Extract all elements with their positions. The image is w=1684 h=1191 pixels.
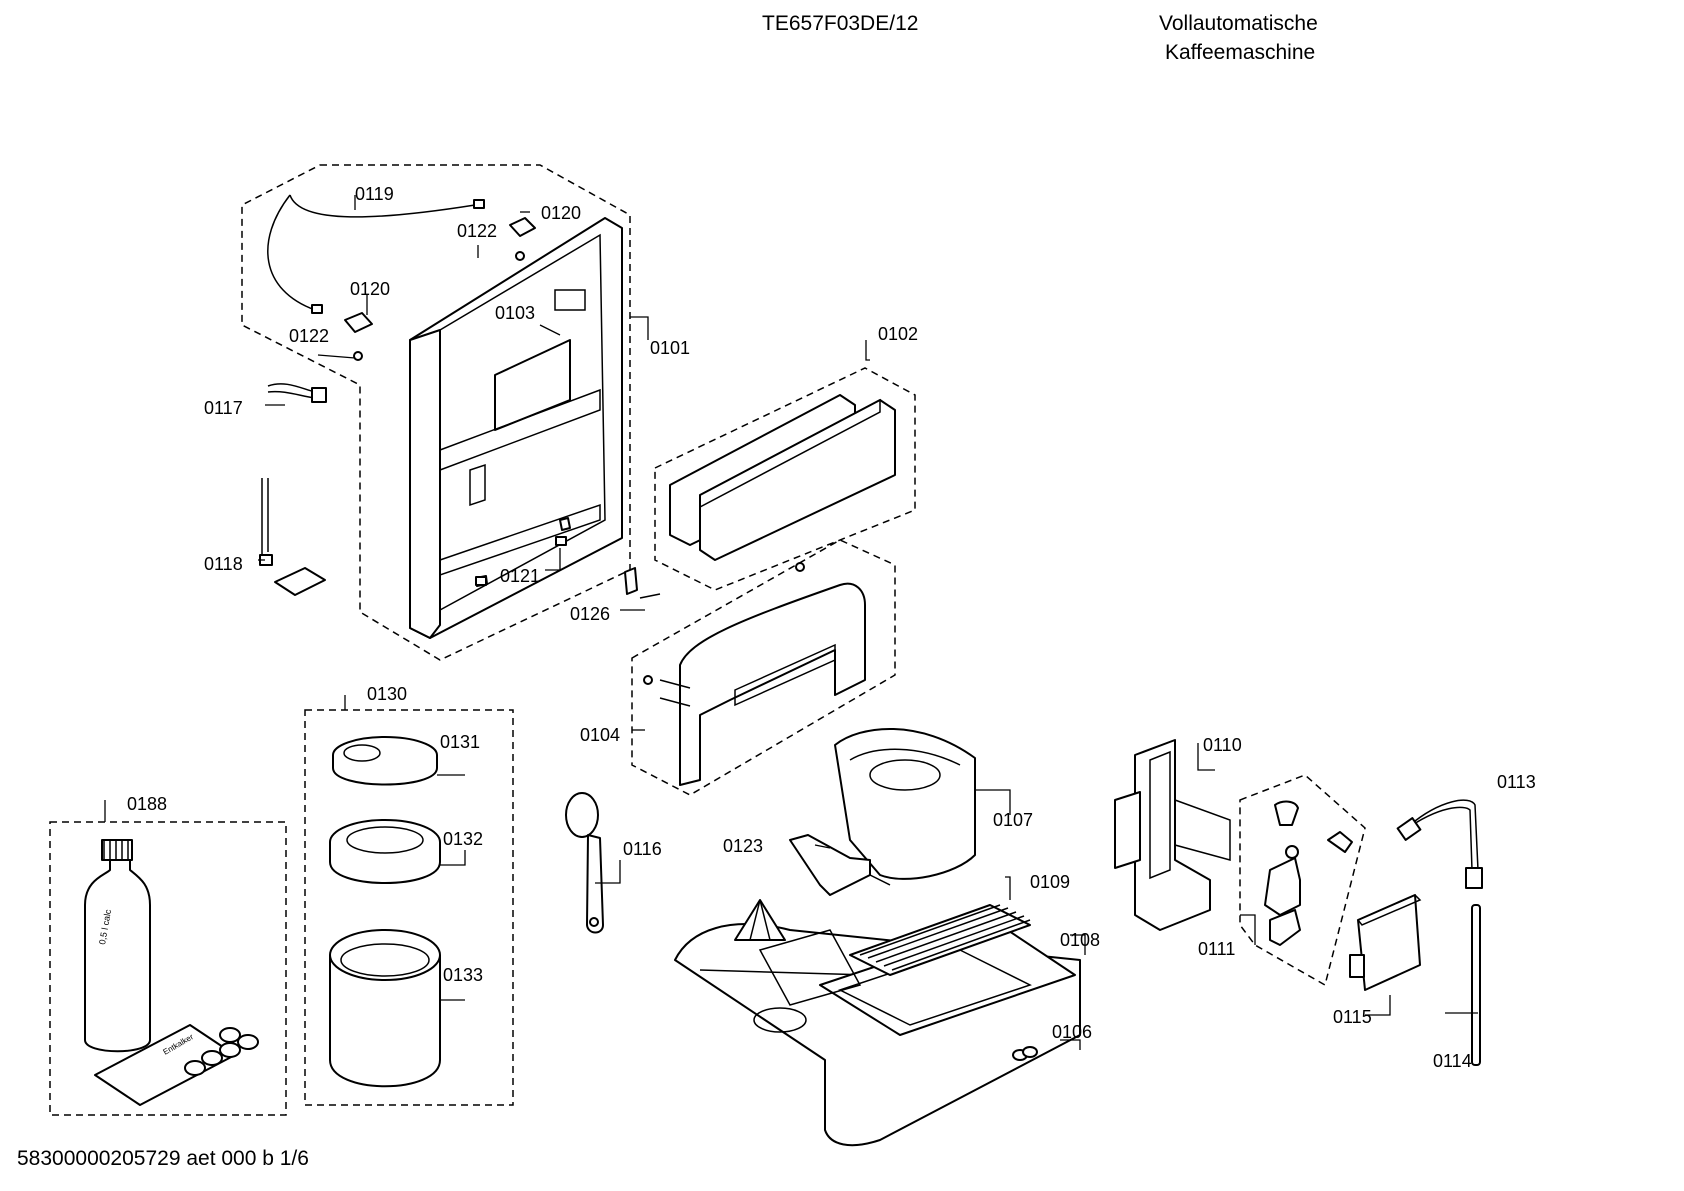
- screw-0126: [639, 593, 661, 599]
- label-0113: 0113: [1497, 772, 1536, 792]
- label-0122-lower: 0122: [289, 326, 329, 346]
- group-box-0102: [654, 367, 916, 591]
- label-0130: 0130: [367, 684, 407, 704]
- electronic-module-0115: [1349, 894, 1422, 991]
- label-0121: 0121: [500, 566, 540, 586]
- label-0120-lower: 0120: [350, 279, 390, 299]
- group-box-0104: [631, 539, 896, 796]
- footer-doc-id: 58300000205729 aet 000 b 1/6: [17, 1147, 309, 1170]
- tube-0114: [1471, 904, 1481, 1066]
- label-0116: 0116: [623, 839, 662, 859]
- label-0110: 0110: [1203, 735, 1242, 755]
- pin-0121-b: [555, 536, 567, 546]
- label-0120-upper: 0120: [541, 203, 581, 223]
- label-0106: 0106: [1052, 1022, 1092, 1042]
- grating-0109: [849, 904, 1031, 976]
- brew-unit-housing-0110: [1114, 739, 1231, 931]
- pin-0121-a: [475, 576, 487, 586]
- sensor-0118: [259, 478, 326, 596]
- measuring-scoop-0116: [565, 792, 604, 934]
- title-line-2: Kaffeemaschine: [1165, 41, 1316, 64]
- label-0111: 0111: [1198, 939, 1235, 959]
- lever-0123: [789, 834, 891, 896]
- valve-parts-0111: [1264, 800, 1353, 946]
- label-0108: 0108: [1060, 930, 1100, 950]
- label-0101: 0101: [650, 338, 690, 358]
- label-0123: 0123: [723, 836, 763, 856]
- label-0188: 0188: [127, 794, 167, 814]
- group-box-0111: [1239, 774, 1366, 987]
- cable-harness-0119: [267, 194, 485, 314]
- water-tank-0102: [669, 394, 896, 561]
- label-0132: 0132: [443, 829, 483, 849]
- cover-0104: [643, 562, 866, 786]
- label-0118: 0118: [204, 554, 243, 574]
- label-0131: 0131: [440, 732, 480, 752]
- label-0109: 0109: [1030, 872, 1070, 892]
- container-0133: [329, 929, 441, 1088]
- label-0103: 0103: [495, 303, 535, 323]
- label-0122-upper: 0122: [457, 221, 497, 241]
- screw-0122-upper: [515, 251, 525, 261]
- bracket-0126: [624, 567, 638, 595]
- group-box-0130: [304, 709, 514, 1106]
- clip-0120-lower: [344, 312, 373, 333]
- label-0115: 0115: [1333, 1007, 1372, 1027]
- label-0117: 0117: [204, 398, 243, 418]
- label-0104: 0104: [580, 725, 620, 745]
- label-0107: 0107: [993, 810, 1033, 830]
- lid-0131: [332, 736, 438, 786]
- screw-0122-lower: [353, 351, 363, 361]
- cable-0117: [267, 383, 327, 403]
- clip-0120-upper: [509, 217, 536, 237]
- label-0126: 0126: [570, 604, 610, 624]
- descaler-bottle: 0,5 l calc: [84, 839, 151, 1053]
- lid-0132: [329, 819, 441, 884]
- bean-container-0107: [834, 727, 976, 880]
- part-labels: 0101 0102 0103 0104 0106 0107 0108 0109 …: [127, 184, 1536, 1071]
- hose-0113: [1396, 799, 1483, 889]
- leader-lines: [104, 195, 1478, 1050]
- label-0133: 0133: [443, 965, 483, 985]
- model-number: TE657F03DE/12: [762, 12, 919, 35]
- label-0102: 0102: [878, 324, 918, 344]
- label-0119: 0119: [355, 184, 394, 204]
- funnel-cone: [734, 899, 786, 941]
- title-line-1: Vollautomatische: [1159, 12, 1318, 35]
- cleaning-tablets: [184, 1027, 259, 1076]
- label-0114: 0114: [1433, 1051, 1472, 1071]
